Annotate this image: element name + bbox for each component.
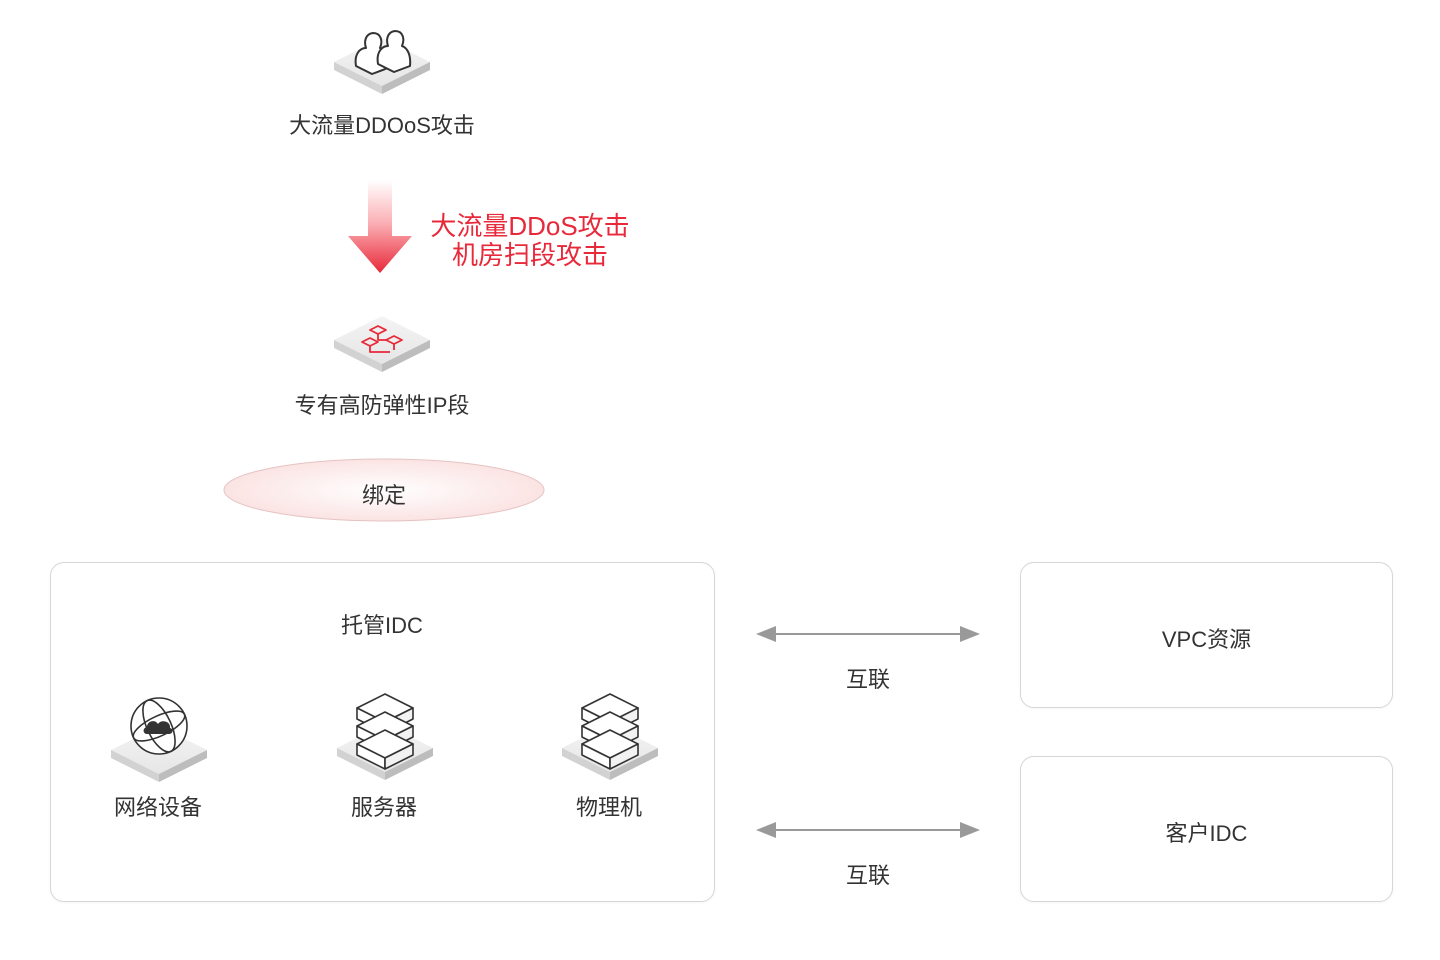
attack-arrow-line1: 大流量DDoS攻击 xyxy=(430,211,630,241)
network-device-label: 网络设备 xyxy=(113,795,202,820)
interconnect-arrow-1 xyxy=(756,626,980,642)
attack-arrow-line2: 机房扫段攻击 xyxy=(451,240,608,270)
network-topology-icon xyxy=(334,316,430,372)
interconnect-label-1: 互联 xyxy=(845,667,890,692)
server-label: 服务器 xyxy=(350,795,417,820)
users-icon xyxy=(334,30,430,94)
interconnect-arrow-2 xyxy=(756,822,980,838)
customer-idc-box xyxy=(1020,756,1393,902)
bind-label: 绑定 xyxy=(361,483,406,508)
physical-machine-label: 物理机 xyxy=(575,795,642,820)
physical-machine-icon xyxy=(562,693,658,780)
bind-ellipse xyxy=(223,458,545,522)
attack-arrow-text: 大流量DDoS攻击 机房扫段攻击 xyxy=(424,212,636,270)
customer-idc-label: 客户IDC xyxy=(1165,821,1248,846)
vpc-label: VPC资源 xyxy=(1161,627,1252,652)
interconnect-label-2: 互联 xyxy=(845,863,890,888)
attack-source-label: 大流量DDOoS攻击 xyxy=(289,113,475,138)
ip-segment-label: 专有高防弹性IP段 xyxy=(294,393,470,418)
vpc-box xyxy=(1020,562,1393,708)
hosted-idc-title: 托管IDC xyxy=(341,613,423,638)
attack-arrow-icon xyxy=(348,180,412,273)
server-stack-icon xyxy=(337,693,433,780)
globe-cloud-icon xyxy=(111,697,207,782)
